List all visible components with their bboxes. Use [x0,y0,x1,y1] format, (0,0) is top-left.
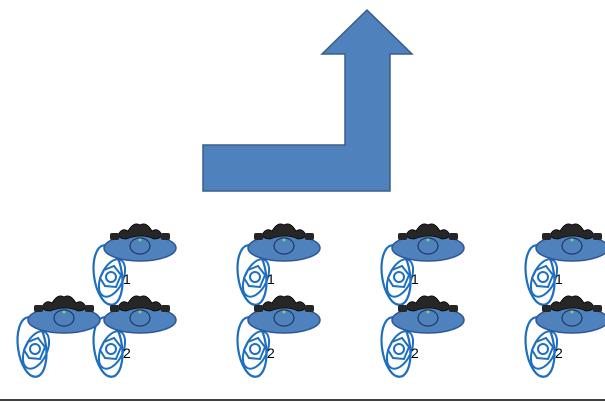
robot-label-2: 2 [267,345,275,361]
wheel-icon [380,316,415,378]
sensor-cap-icon [110,295,170,314]
robot-extra [16,295,101,378]
wheel-icon [524,316,559,378]
robot-group-3 [380,223,465,378]
robot-group-4 [524,223,605,378]
wheel-icon [92,244,127,306]
robot-group-1 [16,223,177,378]
robot-2 [524,295,605,378]
robot-label-1: 1 [123,271,131,287]
sensor-cap-icon [254,295,314,314]
wheel-icon [16,316,51,378]
turn-arrow [202,8,414,192]
robot-1 [92,223,177,306]
robot-label-2: 2 [555,345,563,361]
robot-1 [524,223,605,306]
sensor-cap-icon [398,295,458,314]
robot-2 [92,295,177,378]
robot-groups: 1 2 1 2 1 2 1 2 [16,223,605,378]
wheel-icon [236,316,271,378]
robot-label-1: 1 [267,271,275,287]
robot-label-1: 1 [555,271,563,287]
robot-label-2: 2 [411,345,419,361]
robot-label-1: 1 [411,271,419,287]
sensor-cap-icon [542,223,602,242]
sensor-cap-icon [34,295,94,314]
sensor-cap-icon [254,223,314,242]
robot-1 [380,223,465,306]
wheel-icon [92,316,127,378]
wheel-icon [524,244,559,306]
robot-label-2: 2 [123,345,131,361]
sensor-cap-icon [110,223,170,242]
sensor-cap-icon [398,223,458,242]
robot-group-2 [236,223,321,378]
robot-1 [236,223,321,306]
wheel-icon [380,244,415,306]
sensor-cap-icon [542,295,602,314]
robot-2 [380,295,465,378]
wheel-icon [236,244,271,306]
robot-2 [236,295,321,378]
